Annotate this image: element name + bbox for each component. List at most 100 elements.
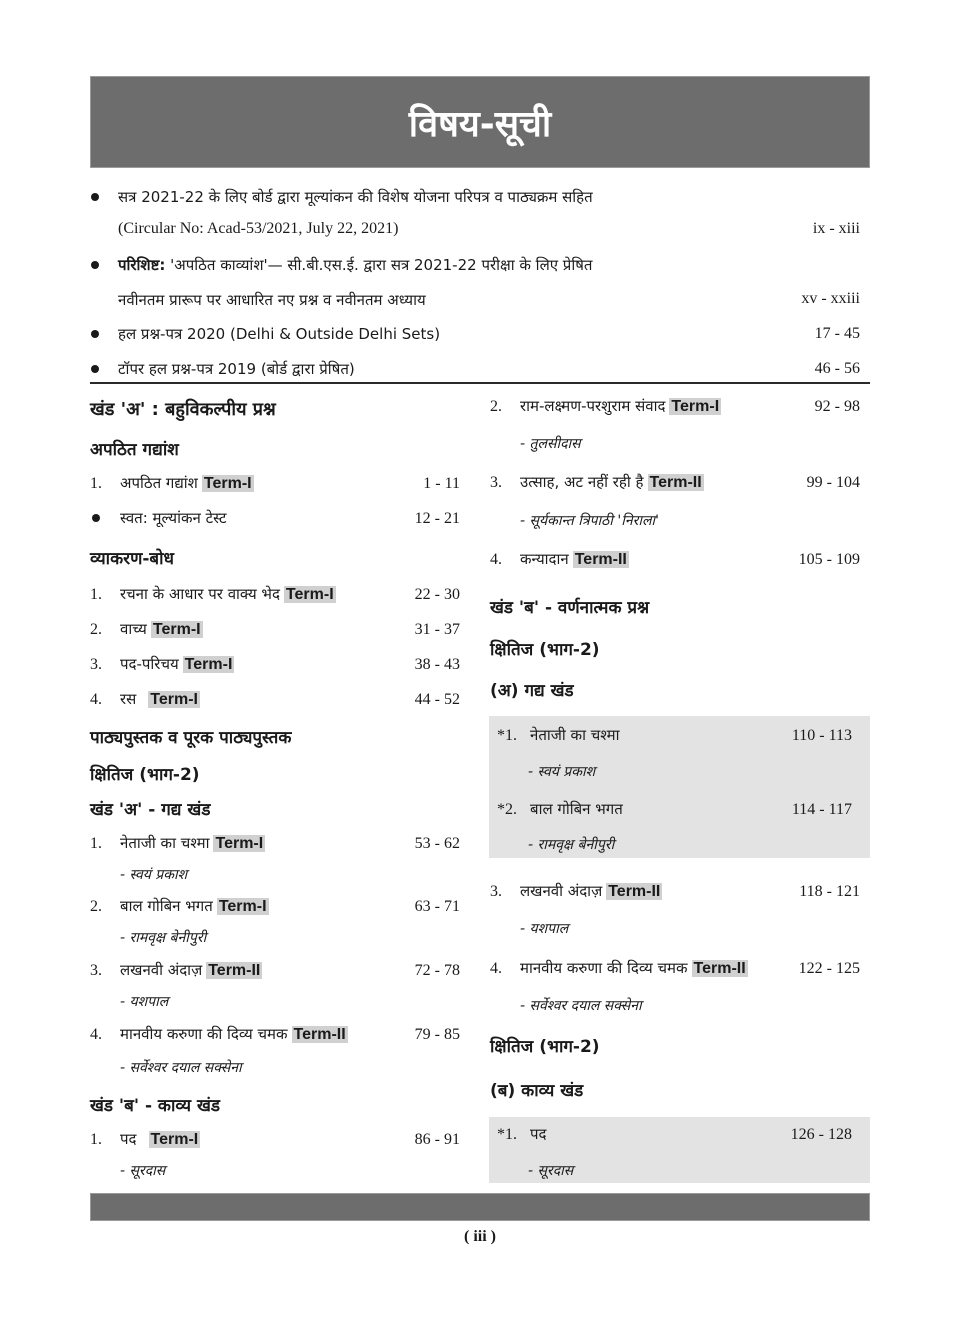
entry-pages: 92 - 98 (814, 398, 860, 415)
item-number: 2. (90, 621, 102, 638)
title-banner: विषय-सूची (90, 76, 870, 168)
entry-title: पद-परिचय (120, 655, 179, 673)
heading-gadya-khand: खंड 'अ' - गद्य खंड (90, 800, 211, 820)
term-badge: Term-II (291, 1026, 348, 1043)
entry-title: नेताजी का चश्मा (530, 726, 620, 744)
entry-pages: 12 - 21 (414, 510, 460, 527)
entry-pages: 114 - 117 (791, 801, 852, 818)
entry-title: कन्यादान (520, 550, 569, 568)
item-number: 1. (90, 586, 102, 603)
toc-entry: पद Term-I (120, 1129, 201, 1149)
entry-title: रस (120, 690, 137, 708)
toc-entry: लखनवी अंदाज़Term-II (120, 960, 263, 980)
entry-author: - सूरदास (528, 1163, 574, 1179)
bullet (92, 514, 100, 522)
entry-title: रचना के आधार पर वाक्य भेद (120, 585, 280, 603)
item-number: 1. (90, 475, 102, 492)
entry-pages: 79 - 85 (414, 1026, 460, 1043)
term-badge: Term-I (148, 1131, 201, 1148)
entry-pages: 22 - 30 (414, 586, 460, 603)
top-item-4: टॉपर हल प्रश्न-पत्र 2019 (बोर्ड द्वारा प… (118, 360, 355, 378)
top-item-2-pages: xv - xxiii (801, 290, 860, 307)
entry-pages: 118 - 121 (799, 883, 860, 900)
entry-title: मानवीय करुणा की दिव्य चमक (520, 959, 688, 977)
item-number: 4. (90, 1026, 102, 1043)
entry-title: अपठित गद्यांश (120, 474, 198, 492)
bullet (91, 330, 99, 338)
toc-entry: नेताजी का चश्माTerm-I (120, 833, 266, 853)
term-badge: Term-II (691, 960, 748, 977)
heading-vyakaran: व्याकरण-बोध (90, 549, 174, 569)
term-badge: Term-I (283, 586, 336, 603)
heading-apathit: अपठित गद्यांश (90, 440, 179, 460)
heading-kshitij: क्षितिज (भाग-2) (490, 640, 600, 660)
toc-entry: लखनवी अंदाज़Term-II (520, 881, 663, 901)
item-number: 3. (90, 962, 102, 979)
heading-kshitij: क्षितिज (भाग-2) (90, 765, 200, 785)
entry-title: पद (530, 1125, 547, 1143)
entry-author: - स्वयं प्रकाश (528, 764, 596, 780)
entry-pages: 63 - 71 (414, 898, 460, 915)
entry-author: - सूरदास (120, 1163, 166, 1179)
bullet (91, 193, 99, 201)
item-number: 2. (490, 398, 502, 415)
term-badge: Term-II (206, 962, 263, 979)
entry-pages: 38 - 43 (414, 656, 460, 673)
appendix-text: 'अपठित काव्यांश'— सी.बी.एस.ई. द्वारा सत्… (170, 256, 593, 274)
self-test-entry: स्वत: मूल्यांकन टेस्ट (120, 509, 227, 527)
heading-kshitij: क्षितिज (भाग-2) (490, 1037, 600, 1057)
heading-section-a: खंड 'अ' : बहुविकल्पीय प्रश्न (90, 399, 276, 420)
heading-kavya-khand: खंड 'ब' - काव्य खंड (90, 1096, 220, 1116)
entry-pages: 44 - 52 (414, 691, 460, 708)
entry-author: - स्वयं प्रकाश (120, 867, 188, 883)
entry-author: - सर्वेश्वर दयाल सक्सेना (120, 1060, 242, 1076)
entry-pages: 86 - 91 (414, 1131, 460, 1148)
highlight-box (489, 1117, 870, 1183)
item-number: 4. (90, 691, 102, 708)
entry-author: - सर्वेश्वर दयाल सक्सेना (520, 998, 642, 1014)
heading-section-b: खंड 'ब' - वर्णनात्मक प्रश्न (490, 598, 650, 618)
term-badge: Term-II (606, 883, 663, 900)
term-badge: Term-I (669, 398, 722, 415)
top-item-1-pages: ix - xiii (812, 220, 860, 237)
toc-entry: उत्साह, अट नहीं रही हैTerm-II (520, 472, 704, 492)
entry-pages: 126 - 128 (790, 1126, 852, 1143)
term-badge: Term-I (213, 835, 266, 852)
top-item-1-line-2: (Circular No: Acad-53/2021, July 22, 202… (118, 220, 399, 237)
entry-title: पद (120, 1130, 137, 1148)
divider-rule (90, 382, 870, 384)
entry-title: बाल गोबिन भगत (530, 800, 623, 818)
top-item-2-line-1: परिशिष्ट: 'अपठित काव्यांश'— सी.बी.एस.ई. … (118, 255, 592, 275)
page-title: विषय-सूची (408, 103, 552, 145)
top-item-1-line-1: सत्र 2021-22 के लिए बोर्ड द्वारा मूल्यां… (118, 188, 593, 206)
entry-title: वाच्य (120, 620, 147, 638)
entry-author: - तुलसीदास (520, 436, 581, 452)
item-number: *1. (497, 1126, 517, 1143)
item-number: 1. (90, 835, 102, 852)
entry-pages: 53 - 62 (414, 835, 460, 852)
item-number: *1. (497, 727, 517, 744)
entry-author: - यशपाल (120, 994, 169, 1010)
item-number: *2. (497, 801, 517, 818)
term-badge: Term-I (148, 691, 200, 708)
top-item-2-line-2: नवीनतम प्रारूप पर आधारित नए प्रश्न व नवी… (118, 291, 426, 309)
heading-gadya-khand-b: (अ) गद्य खंड (490, 681, 574, 701)
entry-pages: 72 - 78 (414, 962, 460, 979)
term-badge: Term-II (572, 551, 629, 568)
entry-author: - रामवृक्ष बेनीपुरी (528, 837, 615, 853)
bullet (91, 261, 99, 269)
heading-kavya-khand-b: (ब) काव्य खंड (490, 1081, 584, 1101)
page-number: ( iii ) (464, 1228, 496, 1245)
entry-pages: 1 - 11 (423, 475, 460, 492)
entry-pages: 31 - 37 (414, 621, 460, 638)
entry-pages: 110 - 113 (791, 727, 852, 744)
bullet (91, 365, 99, 373)
term-badge: Term-II (647, 474, 704, 491)
highlight-box (489, 716, 870, 858)
